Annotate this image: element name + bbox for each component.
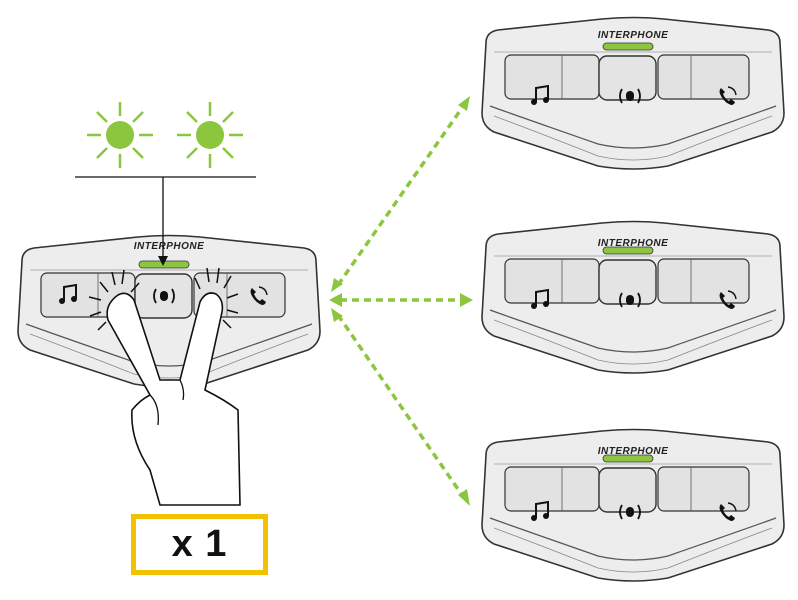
phone-icon	[719, 290, 737, 309]
arrow-heads	[329, 96, 473, 506]
phone-icon	[719, 86, 737, 105]
music-note-icon	[531, 288, 549, 309]
phone-icon	[719, 502, 737, 521]
phone-icon	[250, 286, 268, 305]
intercom-icon	[619, 504, 641, 520]
led-indicator-arrow	[75, 176, 256, 266]
press-count-label: x 1	[171, 523, 228, 565]
music-note-icon	[531, 84, 549, 105]
press-count-badge: x 1	[131, 514, 268, 575]
intercom-icon	[619, 88, 641, 104]
led-flash-icon	[87, 102, 153, 168]
arrow-to-device-3	[336, 314, 464, 496]
music-note-icon	[531, 500, 549, 521]
main-device: INTERPHONE	[17, 234, 321, 388]
hand-pressing-icon	[88, 267, 241, 506]
paired-device-3: INTERPHONE	[481, 428, 785, 582]
brand-logo: INTERPHONE	[134, 241, 205, 252]
paired-device-2: INTERPHONE	[481, 220, 785, 374]
music-note-icon	[59, 283, 77, 304]
intercom-icon	[619, 292, 641, 308]
paired-device-1: INTERPHONE	[481, 16, 785, 170]
led-flash-icon	[177, 102, 243, 168]
pairing-arrows	[336, 106, 464, 496]
intercom-icon	[153, 288, 175, 304]
arrow-to-device-1	[336, 106, 464, 287]
brand-logo: INTERPHONE	[598, 238, 669, 249]
brand-logo: INTERPHONE	[598, 30, 669, 41]
brand-logo: INTERPHONE	[598, 446, 669, 457]
